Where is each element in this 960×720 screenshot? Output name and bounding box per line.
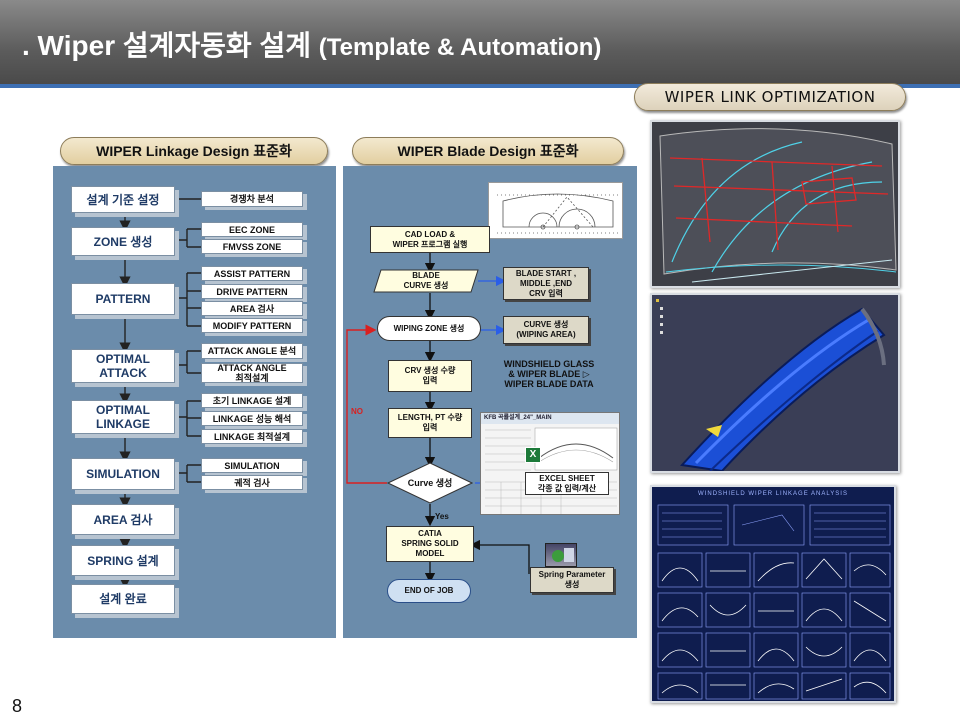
link-optimization-label: WIPER LINK OPTIMIZATION: [634, 83, 906, 111]
wiper-blade-render: [650, 293, 900, 473]
step-optimal-linkage: OPTIMAL LINKAGE: [71, 400, 175, 434]
linkage-analysis-sheet: WINDSHIELD WIPER LINKAGE ANALYSIS: [650, 485, 896, 703]
analysis-title: WINDSHIELD WIPER LINKAGE ANALYSIS: [698, 491, 848, 497]
curve-decision-label: Curve 생성: [407, 478, 453, 488]
blade-curve-shape: [373, 269, 479, 293]
excel-sheet-box: EXCEL SHEET 각종 값 입력/계산: [525, 472, 609, 495]
step-design-criteria: 설계 기준 설정: [71, 186, 175, 213]
sub-fmvss-zone: FMVSS ZONE: [201, 239, 303, 254]
sub-competitor-analysis: 경쟁차 분석: [201, 191, 303, 207]
no-label: NO: [351, 407, 363, 416]
sub-simulation: SIMULATION: [201, 458, 303, 473]
title-sub: (Template & Automation): [318, 34, 602, 61]
sub-attack-angle-analysis: ATTACK ANGLE 분석: [201, 343, 303, 359]
sub-initial-linkage: 초기 LINKAGE 설계: [201, 393, 303, 408]
analysis-graphs: [657, 504, 891, 700]
blade-curve-label: BLADE CURVE 생성: [403, 271, 449, 290]
linkage-connectors: [119, 198, 201, 589]
curve-decision-diamond: [387, 462, 473, 504]
curve-create-box: CURVE 생성 (WIPING AREA): [503, 316, 589, 344]
length-pt-box: LENGTH, PT 수량 입력: [388, 408, 472, 438]
sub-assist-pattern: ASSIST PATTERN: [201, 266, 303, 281]
sub-eec-zone: EEC ZONE: [201, 222, 303, 237]
step-design-complete: 설계 완료: [71, 584, 175, 614]
spring-icon-graphic: [552, 548, 574, 562]
slide-number: 8: [12, 696, 23, 716]
sub-linkage-optimal: LINKAGE 최적설계: [201, 429, 303, 444]
windshield-note: WINDSHIELD GLASS & WIPER BLADE ▷ WIPER B…: [503, 359, 595, 389]
blade-design-label: WIPER Blade Design 표준화: [352, 137, 624, 165]
sub-linkage-performance: LINKAGE 성능 해석: [201, 411, 303, 426]
windshield-sketch: [488, 182, 623, 239]
spring-parameter-icon: [545, 543, 577, 567]
sheet-title: KFB 곡률설계_24"_MAIN: [481, 413, 619, 424]
slide-header: [0, 0, 960, 84]
sub-area-check: AREA 검사: [201, 301, 303, 316]
slide-title: . Wiper 설계자동화 설계 (Template & Automation): [22, 24, 601, 64]
step-simulation: SIMULATION: [71, 458, 175, 490]
step-zone-create: ZONE 생성: [71, 227, 175, 256]
header-underline: [0, 84, 960, 88]
end-of-job: END OF JOB: [387, 579, 471, 603]
blade-design-panel: CAD LOAD & WIPER 프로그램 실행 BLADE CURVE 생성 …: [343, 166, 637, 638]
blade-render-graphic: [656, 299, 886, 471]
excel-grid: [485, 427, 618, 514]
step-spring-design: SPRING 설계: [71, 545, 175, 576]
catia-model-box: CATIA SPRING SOLID MODEL: [386, 526, 474, 562]
sub-trajectory-check: 궤적 검사: [201, 475, 303, 490]
cad-load-box: CAD LOAD & WIPER 프로그램 실행: [370, 226, 490, 253]
excel-screenshot: KFB 곡률설계_24"_MAIN: [480, 412, 620, 515]
crv-count-box: CRV 생성 수량 입력: [388, 360, 472, 392]
yes-label: Yes: [435, 512, 449, 521]
blade-start-input: BLADE START , MIDDLE ,END CRV 입력: [503, 267, 589, 300]
windshield-render-graphic: [659, 128, 897, 283]
step-pattern: PATTERN: [71, 283, 175, 315]
wiping-zone-box: WIPING ZONE 생성: [377, 316, 481, 341]
title-main: . Wiper 설계자동화 설계: [22, 30, 319, 61]
step-optimal-attack: OPTIMAL ATTACK: [71, 349, 175, 383]
sub-attack-angle-optimal: ATTACK ANGLE 최적설계: [201, 363, 303, 383]
windshield-linkage-render: [650, 120, 900, 288]
windshield-drawing: [497, 193, 619, 234]
step-area-check: AREA 검사: [71, 504, 175, 535]
blade-connectors: [346, 253, 530, 584]
linkage-design-panel: 설계 기준 설정 ZONE 생성 PATTERN OPTIMAL ATTACK …: [53, 166, 336, 638]
sub-modify-pattern: MODIFY PATTERN: [201, 318, 303, 333]
sub-drive-pattern: DRIVE PATTERN: [201, 284, 303, 299]
excel-icon: X: [525, 447, 541, 463]
linkage-design-label: WIPER Linkage Design 표준화: [60, 137, 328, 165]
spring-parameter-box: Spring Parameter 생성: [530, 567, 614, 593]
